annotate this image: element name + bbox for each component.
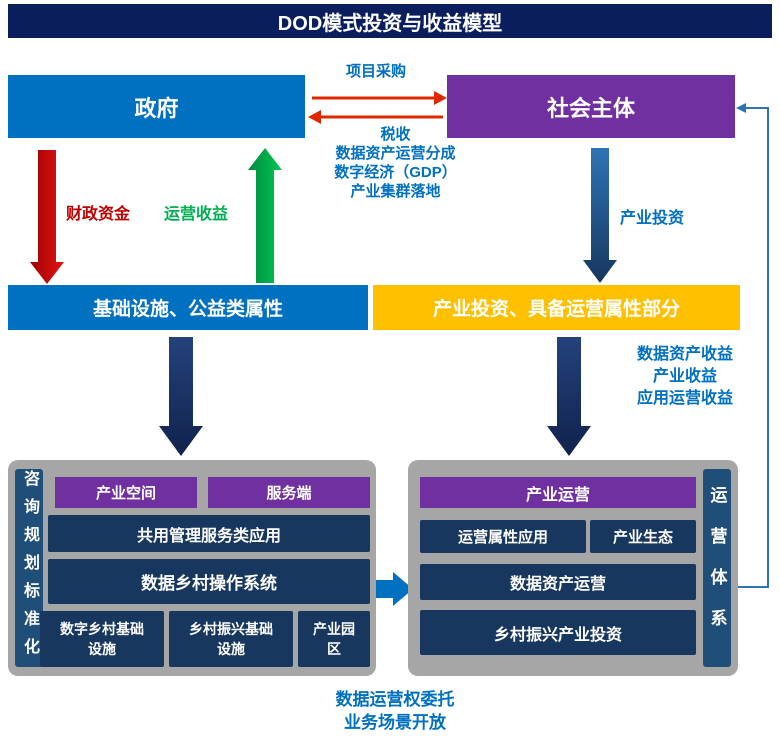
label-application-operating-revenue: 应用运营收益 <box>636 390 733 407</box>
arrow-platform-to-operation <box>370 572 413 606</box>
box-industry-ecosystem: 产业生态 <box>590 520 696 553</box>
box-digital-village-infra: 数字乡村基础设施 <box>40 611 164 667</box>
arrow-project-procurement-head <box>434 91 447 105</box>
box-revitalization-infra: 乡村振兴基础设施 <box>169 611 293 667</box>
arrow-investment-to-operation <box>547 337 591 456</box>
label-delegation-block: 数据运营权委托 业务场景开放 <box>295 688 495 734</box>
label-revenue-block: 数据资产收益 产业收益 应用运营收益 <box>598 344 772 410</box>
left-cluster-side-label: 咨询规划标准化 <box>21 470 38 666</box>
label-tax: 税收 <box>380 126 411 143</box>
box-operational-apps: 运营属性应用 <box>420 520 586 553</box>
arrow-operating-income <box>248 148 282 283</box>
box-village-os: 数据乡村操作系统 <box>48 559 370 604</box>
label-digital-economy-gdp: 数字经济（GDP） <box>334 164 457 181</box>
label-operating-income: 运营收益 <box>163 206 228 223</box>
label-business-scene-open: 业务场景开放 <box>344 713 446 732</box>
node-government: 政府 <box>8 75 305 138</box>
node-operational-part: 产业投资、具备运营属性部分 <box>373 285 740 330</box>
node-public-infrastructure: 基础设施、公益类属性 <box>8 285 368 330</box>
diagram-title: DOD模式投资与收益模型 <box>277 12 503 35</box>
label-industry-investment: 产业投资 <box>619 210 684 227</box>
box-shared-services: 共用管理服务类应用 <box>48 515 370 552</box>
box-data-asset-operation: 数据资产运营 <box>420 564 696 600</box>
right-cluster-side-label: 运营体系 <box>707 486 727 650</box>
arrow-returns-head <box>308 110 321 124</box>
label-industry-cluster: 产业集群落地 <box>350 183 441 200</box>
right-cluster-side-bar: 运营体系 <box>703 469 731 667</box>
box-industry-park: 产业园区 <box>298 611 370 667</box>
label-returns-block: 税收 数据资产运营分成 数字经济（GDP） 产业集群落地 <box>303 125 488 201</box>
label-project-procurement: 项目采购 <box>345 63 406 80</box>
arrow-infra-to-platform <box>159 337 203 456</box>
title-bar: DOD模式投资与收益模型 <box>8 4 772 38</box>
label-industry-revenue: 产业收益 <box>652 368 717 385</box>
box-industry-space: 产业空间 <box>55 477 197 508</box>
box-revitalization-investment: 乡村振兴产业投资 <box>420 610 696 655</box>
box-industry-operation: 产业运营 <box>420 477 696 508</box>
right-cluster: 运营体系 产业运营 运营属性应用 产业生态 数据资产运营 乡村振兴产业投资 <box>408 460 738 676</box>
box-service-side: 服务端 <box>208 477 370 508</box>
label-data-operation-delegation: 数据运营权委托 <box>335 690 455 709</box>
label-fiscal-funds: 财政资金 <box>65 206 130 223</box>
left-cluster-side-bar: 咨询规划标准化 <box>15 469 43 667</box>
label-data-asset-revenue: 数据资产收益 <box>636 346 733 363</box>
node-social-entity: 社会主体 <box>447 75 735 138</box>
label-data-asset-share: 数据资产运营分成 <box>335 145 456 162</box>
feedback-arrowhead <box>736 103 746 113</box>
left-cluster: 咨询规划标准化 产业空间 服务端 共用管理服务类应用 数据乡村操作系统 数字乡村… <box>8 460 376 676</box>
